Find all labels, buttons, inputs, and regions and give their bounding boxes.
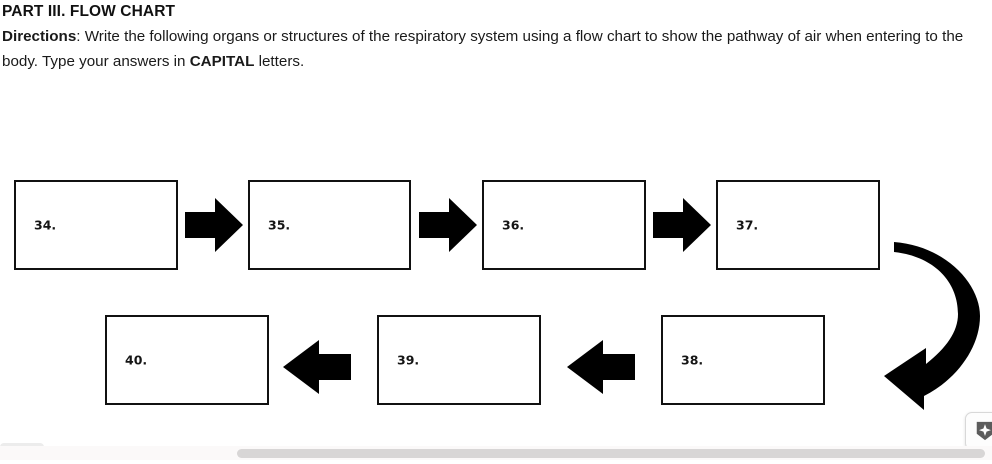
directions-text: Directions: Write the following organs o…	[2, 24, 970, 74]
answer-box-35-label: 35.	[268, 217, 291, 233]
horizontal-scrollbar-track[interactable]	[0, 446, 992, 460]
page-title: PART III. FLOW CHART	[2, 3, 176, 20]
answer-box-34-label: 34.	[34, 217, 57, 233]
directions-body: : Write the following organs or structur…	[2, 28, 964, 70]
arrow-left-icon	[567, 340, 635, 394]
arrow-right-icon	[419, 198, 477, 252]
answer-box-37[interactable]: 37.	[716, 180, 880, 270]
answer-box-37-label: 37.	[736, 217, 759, 233]
answer-box-35[interactable]: 35.	[248, 180, 411, 270]
flow-chart-diagram: 34. 35. 36. 37. 38. 39. 40.	[14, 180, 992, 410]
answer-box-40[interactable]: 40.	[105, 315, 269, 405]
answer-box-38[interactable]: 38.	[661, 315, 825, 405]
directions-emphasis: CAPITAL	[189, 53, 255, 70]
answer-box-36-label: 36.	[502, 217, 525, 233]
arrow-right-icon	[653, 198, 711, 252]
sparkle-badge-icon	[976, 421, 992, 441]
instructions-block: PART III. FLOW CHART Directions: Write t…	[2, 0, 980, 74]
answer-box-36[interactable]: 36.	[482, 180, 646, 270]
directions-label: Directions	[2, 28, 77, 45]
arrow-left-icon	[283, 340, 351, 394]
horizontal-scrollbar-thumb[interactable]	[237, 449, 985, 458]
arrow-curved-down-left-icon	[884, 198, 992, 410]
arrow-right-icon	[185, 198, 243, 252]
answer-box-34[interactable]: 34.	[14, 180, 178, 270]
directions-suffix: letters.	[254, 53, 305, 70]
assistant-button[interactable]	[965, 412, 992, 450]
answer-box-40-label: 40.	[125, 352, 148, 368]
answer-box-39[interactable]: 39.	[377, 315, 541, 405]
answer-box-39-label: 39.	[397, 352, 420, 368]
answer-box-38-label: 38.	[681, 352, 704, 368]
